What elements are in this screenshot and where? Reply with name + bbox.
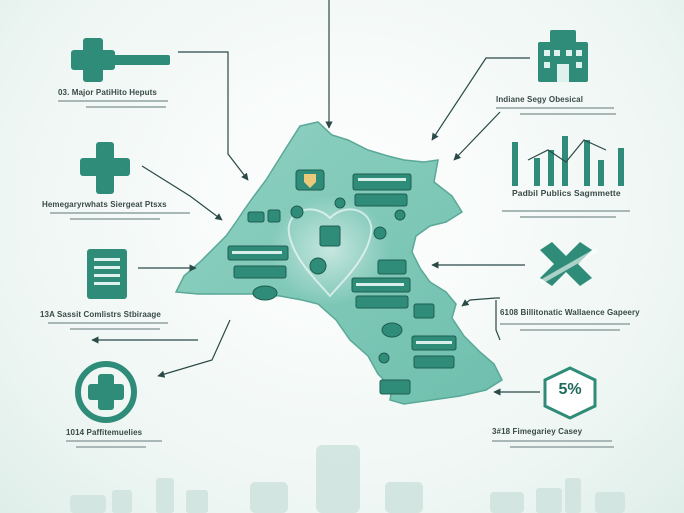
marker-building [319,225,341,247]
marker-dot-2 [334,197,346,209]
marker-small-1 [247,211,265,223]
hexagon-badge-icon [543,366,597,420]
marker-small-3 [377,259,407,275]
marker-bar-2 [354,193,408,207]
document-icon [87,249,127,299]
label-badge-right: 3#18 Fimegariey Casey [492,427,583,436]
medical-cross-circle-icon [75,361,137,423]
cross-arrows-icon [540,242,598,286]
label-top-right: Indiane Segy Obesical [496,95,584,104]
marker-dot-5 [309,257,327,275]
bar-chart-icon [512,136,624,186]
medical-cross-icon [80,142,130,194]
percentage-badge-value: 5% [558,381,582,398]
label-cross-right: 6108 Billitonatic Wallaence Gapeery [500,308,640,317]
plus-arrow-icon [71,38,170,82]
marker-small-2 [267,209,281,223]
marker-dot-1 [290,205,304,219]
hospital-windows [544,50,582,82]
label-top-left: 03. Major PatiHito Heputs [58,88,157,97]
marker-dot-6 [378,352,390,364]
connectors [91,51,540,396]
marker-bar-6 [355,295,409,309]
marker-bar-1 [352,173,412,191]
label-bottom-left: 1014 Paffitemuelies [66,428,143,437]
label-doc-left: 13A Sassit Comlistrs Stbiraage [40,310,161,319]
marker-oval [252,285,278,301]
marker-highlights [232,174,452,344]
skyline [70,445,625,513]
hospital-building-icon [538,30,588,82]
label-bars-right: Padbil Publics Sagmmette [512,188,621,198]
marker-dot-4 [394,209,406,221]
marker-dot-3 [373,226,387,240]
marker-small-5 [379,379,411,395]
marker-bar-8 [413,355,455,369]
marker-bar-4 [233,265,287,279]
marker-small-4 [413,303,435,319]
label-mid-left: Hemegaryrwhats Siergeat Ptsxs [42,200,167,209]
heart-outline [287,208,373,298]
label-sublines [48,100,630,448]
marker-oval-2 [381,322,403,338]
